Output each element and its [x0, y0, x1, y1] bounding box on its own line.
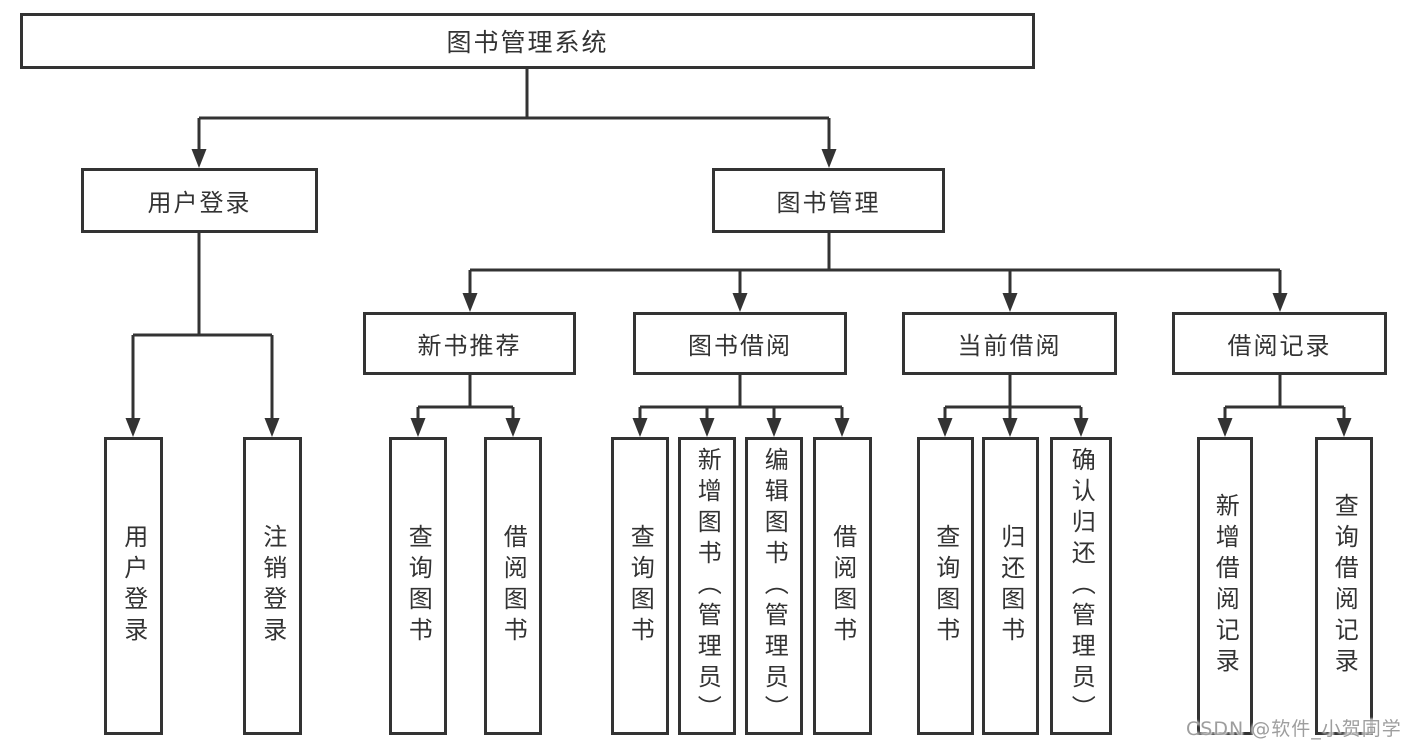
arrow-down-icon	[125, 418, 141, 437]
connector-arrowheads	[125, 149, 1352, 437]
node-label: 注销登录	[258, 524, 287, 648]
node-label: 查询借阅记录	[1330, 493, 1359, 679]
node-user-login-leaf: 用户登录	[104, 437, 163, 735]
connector-root-split	[197, 116, 831, 150]
arrow-down-icon	[1272, 293, 1288, 312]
node-new-book-recommend: 新书推荐	[363, 312, 576, 375]
node-borrow-records: 借阅记录	[1172, 312, 1387, 375]
node-edit-book-admin: 编辑图书（管理员）	[745, 437, 803, 735]
node-label: 查询图书	[626, 524, 655, 648]
node-query-books-borrow: 查询图书	[611, 437, 669, 735]
node-library-system: 图书管理系统	[20, 13, 1035, 69]
connector-current-borrow	[943, 375, 1083, 420]
node-add-book-admin: 新增图书（管理员）	[678, 437, 736, 735]
node-label: 查询图书	[931, 524, 960, 648]
arrow-down-icon	[732, 293, 748, 312]
node-borrow-books-recommend: 借阅图书	[484, 437, 542, 735]
watermark: CSDN @软件_小贺同学	[1186, 718, 1402, 740]
connector-book-management	[468, 233, 1282, 295]
node-query-books-recommend: 查询图书	[389, 437, 447, 735]
node-add-borrow-record: 新增借阅记录	[1197, 437, 1253, 735]
connector-user-login	[131, 233, 274, 420]
arrow-down-icon	[632, 418, 648, 437]
node-label: 借阅图书	[499, 524, 528, 648]
connector-new-book-recommend	[416, 375, 515, 420]
node-label: 用户登录	[119, 524, 148, 648]
node-logout: 注销登录	[243, 437, 302, 735]
arrow-down-icon	[264, 418, 280, 437]
node-label: 编辑图书（管理员）	[760, 446, 789, 726]
arrow-down-icon	[462, 293, 478, 312]
node-label: 借阅图书	[828, 524, 857, 648]
connector-borrow-records	[1223, 375, 1346, 420]
arrow-down-icon	[821, 149, 837, 168]
node-query-borrow-record: 查询借阅记录	[1315, 437, 1373, 735]
node-current-borrow: 当前借阅	[902, 312, 1117, 375]
arrow-down-icon	[1002, 293, 1018, 312]
node-confirm-return-admin: 确认归还（管理员）	[1050, 437, 1112, 735]
node-label: 新增图书（管理员）	[693, 446, 722, 726]
node-borrow-books-leaf: 借阅图书	[813, 437, 872, 735]
connector-shafts	[131, 69, 1346, 420]
connector-book-borrow	[638, 375, 844, 420]
arrow-down-icon	[1073, 418, 1089, 437]
node-book-management: 图书管理	[712, 168, 945, 233]
node-return-book: 归还图书	[982, 437, 1039, 735]
arrow-down-icon	[1217, 418, 1233, 437]
node-query-books-current: 查询图书	[917, 437, 974, 735]
node-label: 归还图书	[996, 524, 1025, 648]
arrow-down-icon	[1336, 418, 1352, 437]
arrow-down-icon	[505, 418, 521, 437]
arrow-down-icon	[410, 418, 426, 437]
arrow-down-icon	[1002, 418, 1018, 437]
node-book-borrow: 图书借阅	[633, 312, 847, 375]
arrow-down-icon	[191, 149, 207, 168]
node-label: 新增借阅记录	[1211, 493, 1240, 679]
node-label: 查询图书	[404, 524, 433, 648]
arrow-down-icon	[766, 418, 782, 437]
node-user-login: 用户登录	[81, 168, 318, 233]
node-label: 确认归还（管理员）	[1067, 446, 1096, 726]
arrow-down-icon	[699, 418, 715, 437]
arrow-down-icon	[937, 418, 953, 437]
arrow-down-icon	[834, 418, 850, 437]
